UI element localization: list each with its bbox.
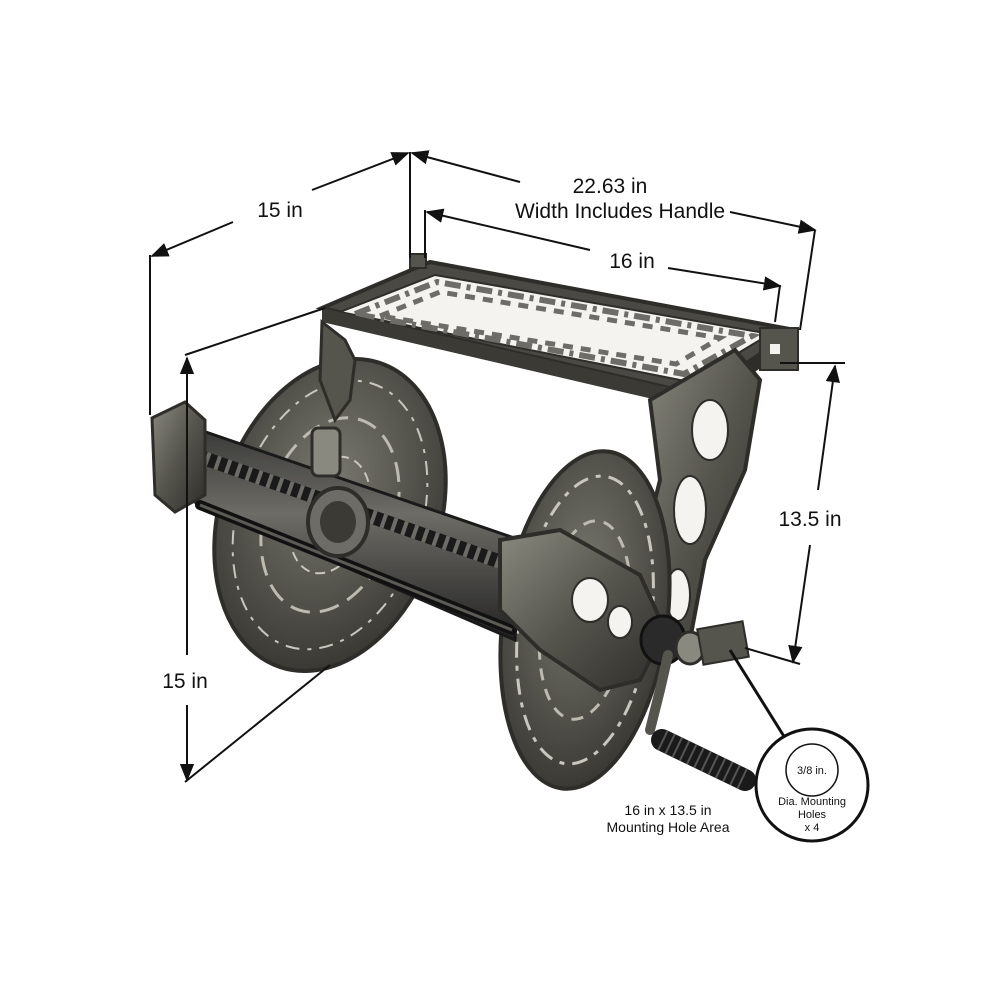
hole-label-line2: Holes xyxy=(798,809,827,821)
total-width-label: 22.63 in xyxy=(573,175,648,198)
crank-handle xyxy=(645,650,756,791)
depth-top-label: 15 in xyxy=(257,199,303,222)
dimension-lines xyxy=(149,150,845,783)
right-bearing-housing xyxy=(498,527,750,693)
hole-label-line1: Dia. Mounting xyxy=(778,796,846,808)
total-width-note: Width Includes Handle xyxy=(515,200,725,223)
left-side-bracket xyxy=(318,319,357,424)
hole-size-label: 3/8 in. xyxy=(797,765,827,777)
hole-label-line3: x 4 xyxy=(805,822,820,834)
height-left-label: 15 in xyxy=(162,670,208,693)
dimension-labels: 15 in 22.63 in Width Includes Handle 16 … xyxy=(162,175,846,835)
mounting-hole-callout xyxy=(754,727,870,843)
hose-reel-illustration xyxy=(150,253,801,791)
left-end-cap xyxy=(150,400,207,514)
mounting-area-line2: Mounting Hole Area xyxy=(607,819,730,835)
mounting-area-line1: 16 in x 13.5 in xyxy=(624,802,711,818)
swivel-inlet xyxy=(306,426,370,558)
height-right-label: 13.5 in xyxy=(778,508,841,531)
width-label: 16 in xyxy=(609,250,655,273)
